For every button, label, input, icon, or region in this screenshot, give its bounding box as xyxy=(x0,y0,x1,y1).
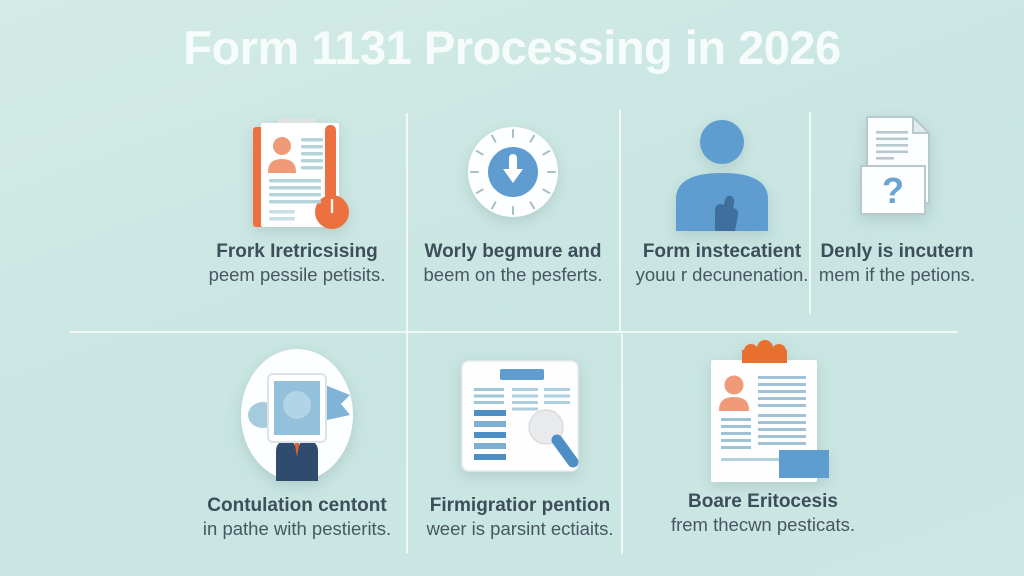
grid-cell-magnifier-document: Firmigratior pention weer is parsint ect… xyxy=(390,346,650,540)
question-mark-glyph: ? xyxy=(882,170,904,211)
caption-line1: Frork Iretricsising xyxy=(216,241,378,262)
divider-vertical-2-top xyxy=(619,110,621,332)
caption-line1: Contulation centont xyxy=(207,495,387,516)
grid-cell-person: Form instecatient youu r decunenation. xyxy=(617,112,827,286)
caption-line1: Boare Eritocesis xyxy=(688,491,838,512)
grid-cell-form-document: Frork Iretricsising peem pessile petisit… xyxy=(147,112,447,286)
caption-line2: beem on the pesferts. xyxy=(423,264,603,285)
caption-line2: peem pessile petisits. xyxy=(208,264,386,285)
divider-vertical-3-top xyxy=(809,112,811,314)
person-icon xyxy=(658,112,786,232)
caption-line1: Form instecatient xyxy=(642,241,802,262)
caption-line1: Denly is incutern xyxy=(820,241,974,262)
caption-line2: weer is parsint ectiaits. xyxy=(426,518,614,539)
divider-vertical-2-bottom xyxy=(621,334,623,554)
clock-icon xyxy=(458,112,568,232)
magnifier-document-icon xyxy=(454,346,586,486)
caption-line2: frem thecwn pesticats. xyxy=(670,514,856,535)
divider-horizontal xyxy=(70,331,958,333)
question-document-icon: ? xyxy=(847,112,947,232)
grid-cell-report-document: Boare Eritocesis frem thecwn pesticats. xyxy=(613,340,913,536)
grid-cell-clock: Worly begmure and beem on the pesferts. xyxy=(383,112,643,286)
document-profile-icon xyxy=(238,112,356,232)
grid-cell-consultation: Contulation centont in pathe with pestie… xyxy=(147,346,447,540)
divider-vertical-1 xyxy=(406,113,408,553)
caption-line2: youu r decunenation. xyxy=(635,264,809,285)
caption-line2: mem if the petions. xyxy=(818,264,976,285)
caption-line2: in pathe with pestierits. xyxy=(202,518,392,539)
report-document-icon xyxy=(679,340,847,482)
page-title: Form 1131 Processing in 2026 xyxy=(183,21,841,74)
grid-cell-question-document: ? Denly is incutern mem if the petions. xyxy=(797,112,997,286)
caption-line1: Firmigratior pention xyxy=(429,495,611,516)
caption-line1: Worly begmure and xyxy=(424,241,602,262)
consultation-figure-icon xyxy=(222,346,372,486)
